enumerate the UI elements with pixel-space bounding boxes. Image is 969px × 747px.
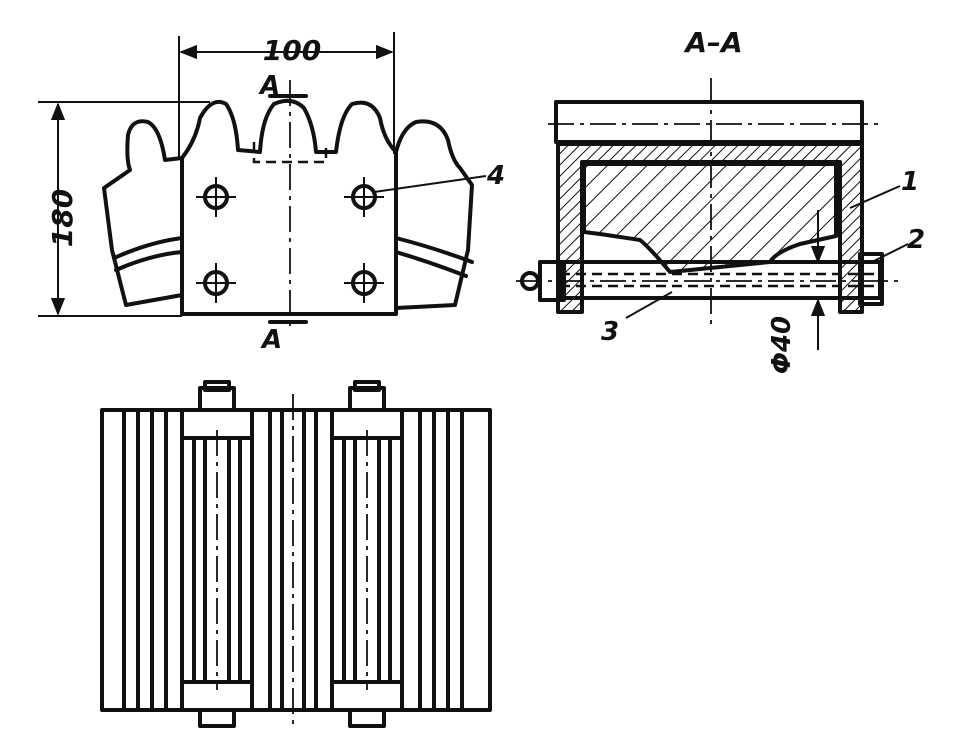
clamp-right (330, 380, 404, 728)
clamp-channel (556, 142, 864, 314)
leader-2 (871, 243, 909, 263)
leader-3 (625, 291, 673, 319)
clamp-left (180, 380, 254, 728)
left-tooth-segment (102, 119, 184, 307)
section-label-top: A (258, 71, 280, 101)
dimension-height-label: 180 (46, 189, 79, 247)
dimension-width (178, 32, 395, 160)
bolt-head-right (858, 252, 884, 306)
dimension-diameter-label: Φ40 (767, 316, 797, 374)
wheel-band (100, 408, 492, 712)
dimension-width-label: 100 (263, 34, 321, 67)
front-view (38, 32, 487, 330)
tooth-section (582, 162, 838, 274)
callout-1: 1 (901, 167, 919, 197)
bolt-nut-left-bottom (198, 708, 236, 728)
hidden-tooth-outline (252, 142, 328, 164)
section-view-title: A–A (683, 26, 742, 59)
leader-1 (849, 185, 901, 209)
section-label-bottom: A (260, 325, 282, 355)
right-segment-rim-inner (394, 250, 468, 278)
left-segment-rim (112, 236, 184, 260)
bolt-hole-group (196, 177, 384, 303)
dimension-height (38, 101, 210, 317)
section-view (516, 78, 909, 350)
callout-2: 2 (907, 225, 925, 255)
left-segment-rim-inner (114, 250, 184, 272)
leader-4 (373, 175, 487, 193)
band-grooves (122, 410, 464, 710)
right-tooth-segment (394, 119, 474, 310)
top-view (100, 380, 492, 728)
rail-top (554, 100, 864, 144)
right-segment-rim (394, 236, 474, 264)
bolt-nut-right-bottom (348, 708, 386, 728)
clamp-plate (180, 98, 398, 316)
callout-4: 4 (486, 161, 505, 191)
callout-3: 3 (601, 317, 619, 347)
